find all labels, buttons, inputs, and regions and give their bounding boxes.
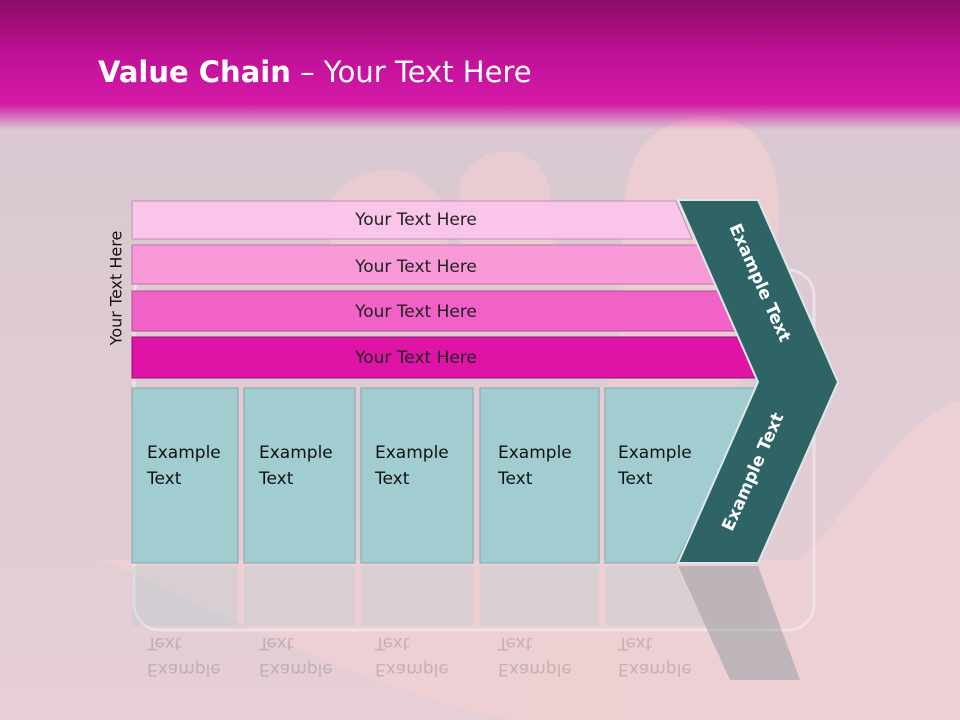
box-3-text: Example Text: [375, 440, 449, 492]
reflection-text-1: Example Text: [147, 630, 221, 682]
reflection-text-2: Example Text: [259, 630, 333, 682]
reflection-text-5: Example Text: [618, 630, 692, 682]
bar-2-label: Your Text Here: [354, 257, 477, 277]
box-5-line1: Example: [618, 443, 692, 463]
reflection-4-word1: Example: [498, 659, 572, 679]
box-3-line1: Example: [375, 443, 449, 463]
box-4: [479, 387, 600, 564]
box-4-line2: Text: [498, 469, 533, 489]
box-4-line1: Example: [498, 443, 572, 463]
chevron-shape: [676, 199, 840, 564]
bar-1-label: Your Text Here: [354, 210, 477, 230]
reflection-1-word1: Example: [147, 659, 221, 679]
title-rest: – Your Text Here: [290, 55, 532, 89]
box-2-text: Example Text: [259, 440, 333, 492]
bar-1: [131, 200, 693, 240]
reflection-5-word1: Example: [618, 659, 692, 679]
reflection-4-word2: Text: [498, 633, 533, 653]
reflection-2-word1: Example: [259, 659, 333, 679]
reflection-3-word1: Example: [375, 659, 449, 679]
page-title: Value Chain – Your Text Here: [98, 55, 532, 89]
box-3: [360, 387, 474, 564]
reflection-2-word2: Text: [259, 633, 294, 653]
header-bar: [0, 0, 960, 130]
reflection-1-word2: Text: [147, 633, 182, 653]
box-5-text: Example Text: [618, 440, 692, 492]
box-1-text: Example Text: [147, 440, 221, 492]
reflection-3-word2: Text: [375, 633, 410, 653]
reflection-5-word2: Text: [618, 633, 653, 653]
box-2: [243, 387, 356, 564]
reflection-text-4: Example Text: [498, 630, 572, 682]
title-bold: Value Chain: [98, 55, 291, 89]
bar-3-label: Your Text Here: [354, 302, 477, 322]
box-2-line1: Example: [259, 443, 333, 463]
box-1-line1: Example: [147, 443, 221, 463]
box-5: [604, 387, 761, 564]
box-1-line2: Text: [147, 469, 182, 489]
bar-4-label: Your Text Here: [354, 348, 477, 368]
box-4-text: Example Text: [498, 440, 572, 492]
box-2-line2: Text: [259, 469, 294, 489]
reflection-text-3: Example Text: [375, 630, 449, 682]
box-3-line2: Text: [375, 469, 410, 489]
box-1: [131, 387, 239, 564]
box-5-line2: Text: [618, 469, 653, 489]
